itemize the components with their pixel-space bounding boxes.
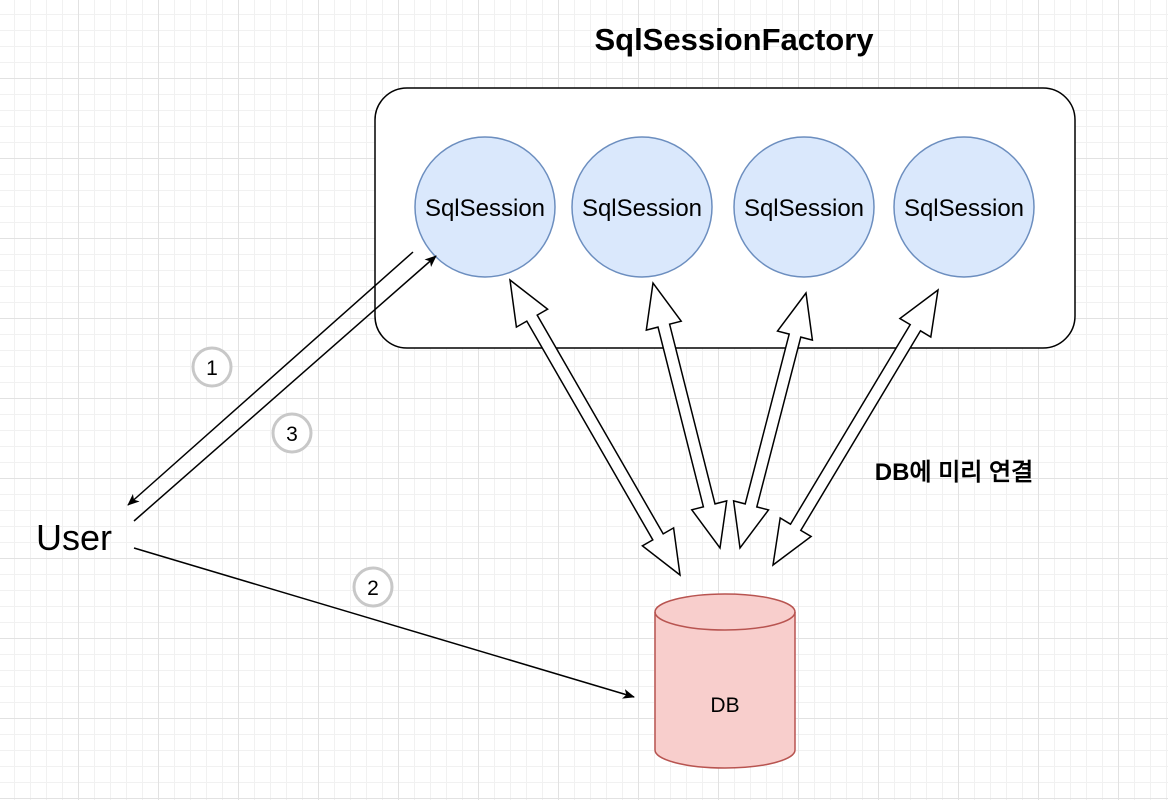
- request-session-arrow: [127, 251, 414, 506]
- factory-title: SqlSessionFactory: [594, 22, 874, 57]
- session-label: SqlSession: [904, 195, 1024, 222]
- step-badge-2: 2: [352, 566, 394, 608]
- session-label: SqlSession: [425, 195, 545, 222]
- factory-container: [374, 87, 1076, 349]
- user-label: User: [36, 517, 112, 558]
- session-node-3: SqlSession: [733, 136, 875, 278]
- db-connection-arrow-3: [732, 291, 814, 550]
- step-number: 3: [286, 423, 298, 446]
- step-number: 2: [367, 577, 379, 600]
- step-number: 1: [206, 357, 218, 380]
- step-badge-1: 1: [191, 346, 233, 388]
- session-node-4: SqlSession: [893, 136, 1035, 278]
- db-connection-arrow-2: [645, 281, 728, 550]
- db-cylinder: DB: [654, 593, 796, 769]
- session-node-2: SqlSession: [571, 136, 713, 278]
- db-connection-arrow-1: [509, 278, 681, 577]
- session-label: SqlSession: [582, 195, 702, 222]
- session-label: SqlSession: [744, 195, 864, 222]
- db-connection-arrow-4: [771, 288, 940, 567]
- session-node-1: SqlSession: [414, 136, 556, 278]
- step-badge-3: 3: [271, 412, 313, 454]
- db-connection-arrows: [509, 278, 940, 577]
- preconnect-label: DB에 미리 연결: [875, 459, 1033, 486]
- user-db-arrow: [133, 547, 635, 699]
- db-label: DB: [710, 694, 739, 717]
- return-session-arrow: [133, 255, 437, 522]
